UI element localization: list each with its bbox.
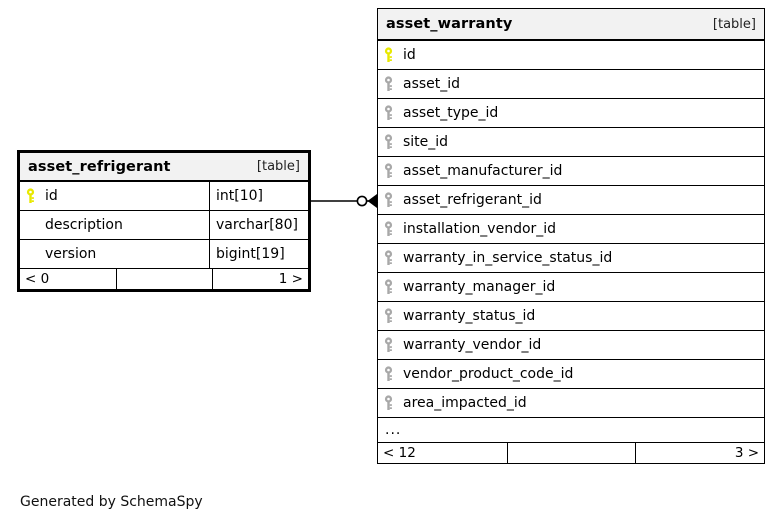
prev-page-label: < 0 (25, 271, 50, 287)
table-row-asset-refrigerant-id[interactable]: asset_refrigerant_id (378, 185, 764, 214)
table-type-tag: [table] (712, 16, 756, 32)
column-type-cell: int[10] (209, 182, 308, 210)
column-name-cell: asset_refrigerant_id (378, 186, 764, 214)
next-page-button[interactable]: 1 > (212, 269, 308, 289)
table-type-tag: [table] (256, 159, 300, 174)
table-row[interactable]: id int[10] (20, 181, 308, 210)
column-label: warranty_manager_id (403, 279, 556, 295)
column-name-cell: warranty_vendor_id (378, 331, 764, 359)
table-asset-warranty[interactable]: asset_warranty [table] id asset_id (377, 8, 765, 464)
table-row[interactable]: version bigint[19] (20, 239, 308, 268)
column-name-cell: warranty_status_id (378, 302, 764, 330)
generated-by-note: Generated by SchemaSpy (20, 494, 203, 510)
column-label: asset_manufacturer_id (403, 163, 563, 179)
foreign-key-icon (384, 105, 393, 120)
table-row[interactable]: warranty_in_service_status_id (378, 243, 764, 272)
foreign-key-icon (384, 192, 393, 207)
table-row[interactable]: warranty_manager_id (378, 272, 764, 301)
primary-key-icon (384, 47, 393, 62)
prev-page-button[interactable]: < 12 (378, 443, 507, 463)
foreign-key-icon (384, 308, 393, 323)
foreign-key-icon (384, 76, 393, 91)
column-label: description (45, 217, 123, 233)
column-name-cell: area_impacted_id (378, 389, 764, 417)
column-label: version (45, 246, 97, 262)
primary-key-icon (26, 188, 35, 203)
column-name-cell: warranty_in_service_status_id (378, 244, 764, 272)
table-asset-refrigerant[interactable]: asset_refrigerant [table] id int[10] des… (17, 150, 311, 292)
column-name-cell: asset_manufacturer_id (378, 157, 764, 185)
table-row[interactable]: warranty_status_id (378, 301, 764, 330)
column-label: installation_vendor_id (403, 221, 557, 237)
table-row[interactable]: id (378, 40, 764, 69)
table-title: asset_warranty (386, 16, 513, 32)
column-label: warranty_vendor_id (403, 337, 542, 353)
footer-middle-cell (506, 443, 636, 463)
table-footer-nav: < 0 1 > (20, 268, 308, 289)
table-header-asset-refrigerant: asset_refrigerant [table] (20, 153, 308, 181)
more-columns-cell: ... (378, 418, 764, 442)
table-footer-nav: < 12 3 > (378, 442, 764, 463)
prev-page-button[interactable]: < 0 (20, 269, 116, 289)
footer-middle-cell (116, 269, 212, 289)
foreign-key-icon (384, 337, 393, 352)
next-page-label: 1 > (278, 271, 303, 287)
table-row[interactable]: asset_manufacturer_id (378, 156, 764, 185)
column-type-cell: bigint[19] (209, 240, 308, 268)
table-row[interactable]: site_id (378, 127, 764, 156)
more-columns-row[interactable]: ... (378, 417, 764, 442)
zero-or-one-cardinality-icon (356, 195, 368, 207)
column-name-cell: asset_type_id (378, 99, 764, 127)
ellipsis-label: ... (385, 422, 402, 438)
column-name-cell: asset_id (378, 70, 764, 98)
foreign-key-icon (384, 279, 393, 294)
table-row[interactable]: area_impacted_id (378, 388, 764, 417)
column-label: vendor_product_code_id (403, 366, 574, 382)
column-name-cell: site_id (378, 128, 764, 156)
column-name-cell: version (20, 240, 209, 268)
foreign-key-icon (384, 250, 393, 265)
column-label: id (403, 47, 416, 63)
many-cardinality-crowsfoot-icon (367, 194, 377, 208)
table-row[interactable]: vendor_product_code_id (378, 359, 764, 388)
table-row[interactable]: asset_type_id (378, 98, 764, 127)
column-name-cell: vendor_product_code_id (378, 360, 764, 388)
foreign-key-icon (384, 134, 393, 149)
column-label: asset_refrigerant_id (403, 192, 542, 208)
foreign-key-icon (384, 221, 393, 236)
foreign-key-icon (384, 395, 393, 410)
column-type: int[10] (216, 188, 263, 204)
next-page-button[interactable]: 3 > (635, 443, 764, 463)
next-page-label: 3 > (734, 445, 760, 461)
column-label: warranty_status_id (403, 308, 536, 324)
column-name-cell: warranty_manager_id (378, 273, 764, 301)
column-name-cell: id (378, 41, 764, 69)
column-label: warranty_in_service_status_id (403, 250, 613, 266)
column-type: varchar[80] (216, 217, 298, 233)
prev-page-label: < 12 (383, 445, 416, 461)
table-title: asset_refrigerant (28, 158, 171, 175)
column-type: bigint[19] (216, 246, 285, 262)
table-row[interactable]: warranty_vendor_id (378, 330, 764, 359)
column-label: asset_id (403, 76, 461, 92)
column-name-cell: description (20, 211, 209, 239)
column-name-cell: id (20, 182, 209, 210)
column-label: area_impacted_id (403, 395, 527, 411)
table-row[interactable]: installation_vendor_id (378, 214, 764, 243)
foreign-key-icon (384, 163, 393, 178)
column-name-cell: installation_vendor_id (378, 215, 764, 243)
column-label: asset_type_id (403, 105, 499, 121)
table-row[interactable]: description varchar[80] (20, 210, 308, 239)
table-row[interactable]: asset_id (378, 69, 764, 98)
column-type-cell: varchar[80] (209, 211, 308, 239)
column-label: id (45, 188, 58, 204)
table-header-asset-warranty: asset_warranty [table] (378, 9, 764, 40)
column-label: site_id (403, 134, 449, 150)
foreign-key-icon (384, 366, 393, 381)
